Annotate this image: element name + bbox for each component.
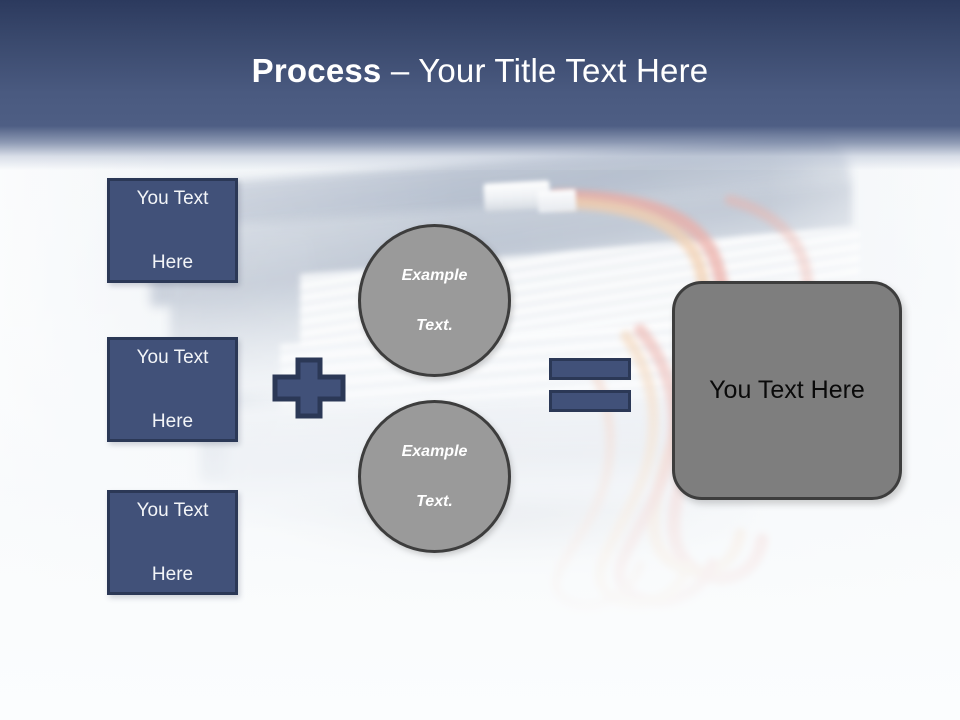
example-oval-1-label: Example Text. [361, 263, 508, 338]
page-title-rest: Your Title Text Here [418, 52, 709, 89]
input-box-2-line1: You Text [136, 346, 209, 368]
title-band [0, 0, 960, 170]
plus-icon [272, 357, 346, 419]
equals-icon-bar-bottom [549, 390, 631, 412]
input-box-1-label: You Text Here [110, 183, 235, 279]
example-oval-1-line1: Example [401, 267, 468, 284]
input-box-2-line2: Here [151, 410, 194, 432]
input-box-1-line1: You Text [136, 187, 209, 209]
example-oval-1-line2: Text. [416, 317, 453, 334]
example-oval-2[interactable]: Example Text. [358, 400, 511, 553]
page-title-bold: Process [251, 52, 382, 89]
page-title-separator: – [381, 52, 419, 89]
equals-icon-bar-top [549, 358, 631, 380]
result-box-label: You Text Here [709, 376, 865, 404]
input-box-3-label: You Text Here [110, 495, 235, 591]
input-box-3[interactable]: You Text Here [107, 490, 238, 595]
result-box[interactable]: You Text Here [672, 281, 902, 500]
input-box-2-label: You Text Here [110, 342, 235, 438]
input-box-3-line2: Here [151, 563, 194, 585]
example-oval-2-label: Example Text. [361, 439, 508, 514]
example-oval-2-line1: Example [401, 443, 468, 460]
example-oval-2-line2: Text. [416, 493, 453, 510]
input-box-1-line2: Here [151, 251, 194, 273]
example-oval-1[interactable]: Example Text. [358, 224, 511, 377]
equals-icon [549, 358, 631, 412]
input-box-1[interactable]: You Text Here [107, 178, 238, 283]
input-box-2[interactable]: You Text Here [107, 337, 238, 442]
input-box-3-line1: You Text [136, 499, 209, 521]
page-title: Process – Your Title Text Here [0, 51, 960, 91]
